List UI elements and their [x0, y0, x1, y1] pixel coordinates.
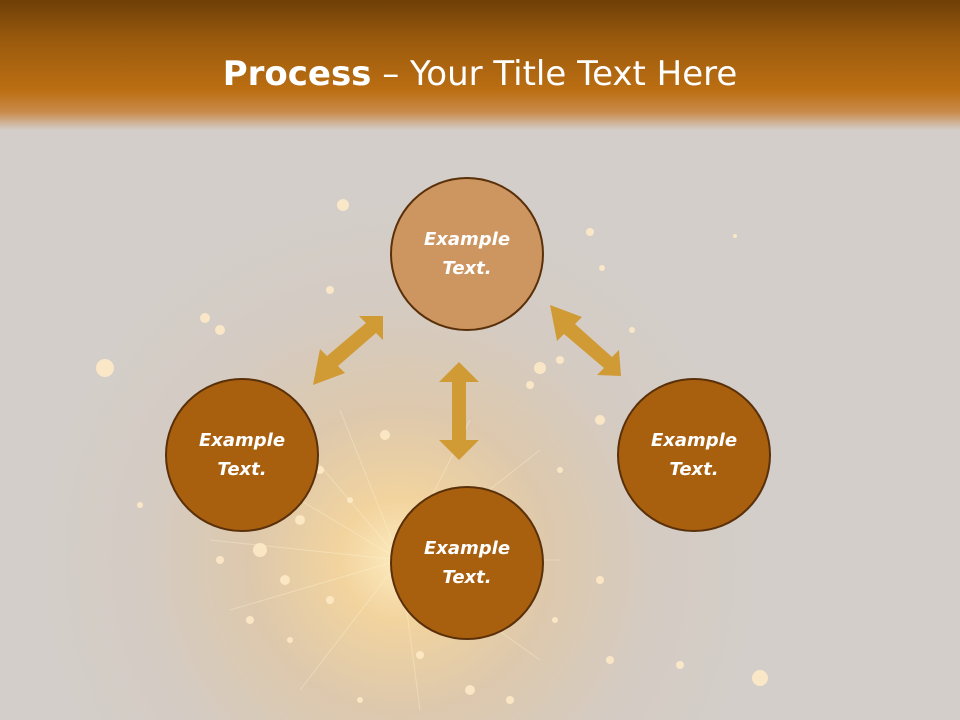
node-left-text: Example Text.: [198, 430, 286, 480]
process-node-top[interactable]: Example Text.: [390, 177, 544, 331]
process-node-left[interactable]: Example Text.: [165, 378, 319, 532]
page-title[interactable]: Process – Your Title Text Here: [0, 52, 960, 96]
double-arrow-icon[interactable]: [439, 362, 479, 460]
process-node-right[interactable]: Example Text.: [617, 378, 771, 532]
node-bottom-text: Example Text.: [423, 538, 511, 588]
node-top-text: Example Text.: [423, 229, 511, 279]
node-right-text: Example Text.: [650, 430, 738, 480]
double-arrow-icon[interactable]: [313, 316, 383, 385]
title-bar: [0, 0, 960, 130]
process-node-bottom[interactable]: Example Text.: [390, 486, 544, 640]
title-rest-text: – Your Title Text Here: [371, 54, 738, 94]
title-bold-text: Process: [222, 54, 372, 94]
double-arrow-icon[interactable]: [550, 305, 621, 376]
